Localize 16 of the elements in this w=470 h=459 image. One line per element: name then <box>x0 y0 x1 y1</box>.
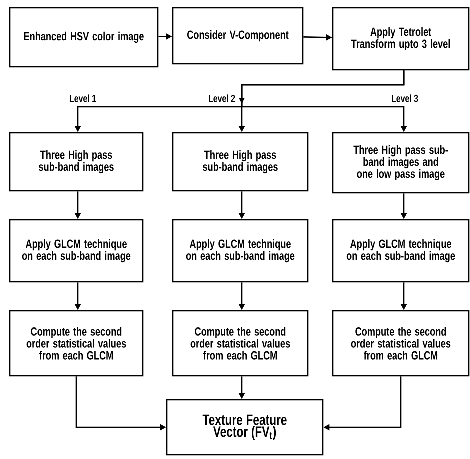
process-box: Texture Feature Vector (FV$_{t}$) <box>166 399 324 456</box>
process-box: Apply GLCM technique on each sub-band image <box>172 219 309 283</box>
process-box: Three High pass sub-band images <box>172 132 309 192</box>
edge-label: Level 3 <box>392 94 418 102</box>
process-box: Compute the second order statistical values from each GLCM <box>172 310 309 377</box>
process-box: Apply GLCM technique on each sub-band image <box>332 219 470 283</box>
process-box: Compute the second order statistical values from each GLCM <box>332 310 470 377</box>
process-box: Compute the second order statistical values from each GLCM <box>9 310 144 377</box>
process-box: Three High pass sub-band images <box>9 132 144 192</box>
process-box: Enhanced HSV color image <box>9 7 159 68</box>
process-box: Apply GLCM technique on each sub-band image <box>9 219 144 283</box>
process-box: Consider V-Component <box>172 7 304 65</box>
process-box: Apply Tetrolet Transform upto 3 level <box>332 7 470 71</box>
edge-label: Level 1 <box>70 94 96 102</box>
process-box: Three High pass sub-band images and one low pass image <box>332 132 470 194</box>
edge-label: Level 2 <box>209 94 236 102</box>
